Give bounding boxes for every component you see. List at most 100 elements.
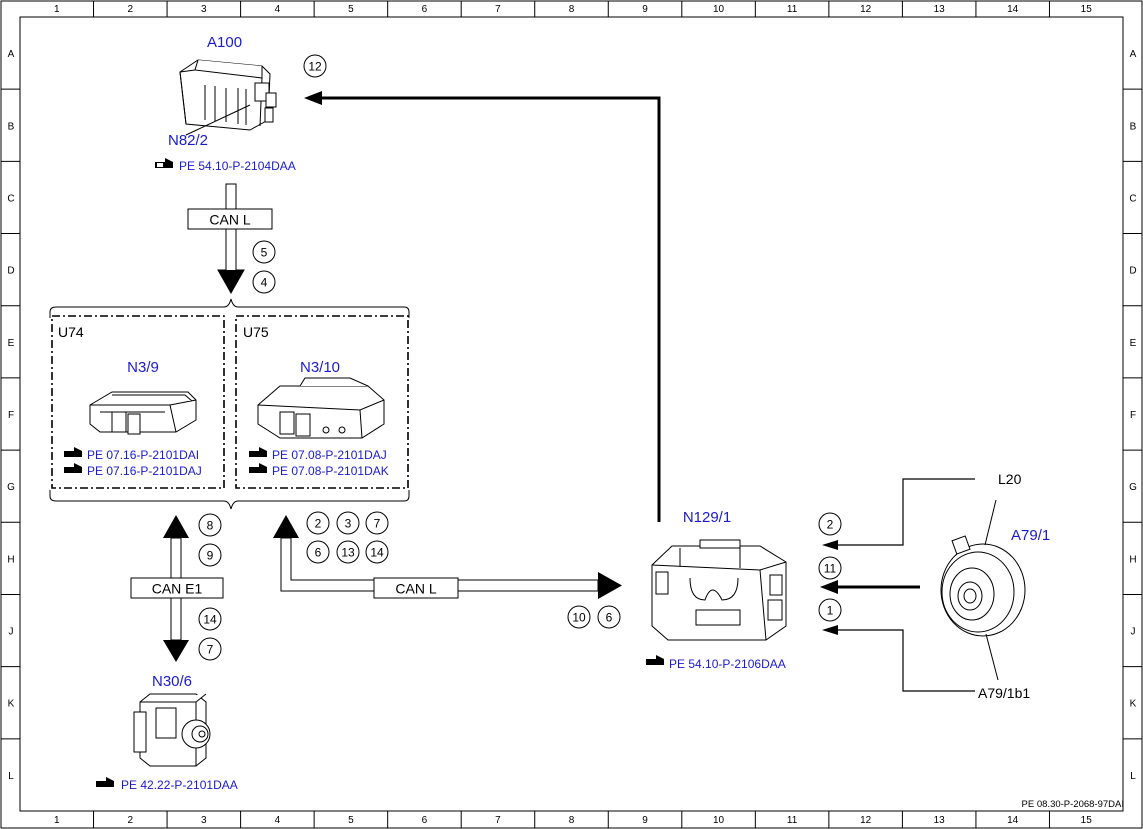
- callout-a79-2: 2: [827, 518, 834, 532]
- n129-1-drawing: [651, 539, 787, 641]
- grid-row-label-right: A: [1130, 49, 1137, 60]
- document-code: PE 08.30-P-2068-97DAI: [1022, 799, 1124, 810]
- grid-col-label-bottom: 7: [495, 815, 501, 826]
- n129-to-a100-line: [304, 91, 661, 522]
- can-l-top-arrow: CAN L 5 4: [187, 183, 276, 295]
- grid-col-label-bottom: 14: [1007, 815, 1019, 826]
- pointing-hand-icon: [249, 447, 267, 473]
- grid-col-label-top: 8: [569, 4, 575, 15]
- n3-9-label: N3/9: [127, 359, 159, 376]
- n129-1-component: N129/1 PE 54.10-P-2106DAA: [646, 509, 787, 671]
- grid-row-label-left: B: [8, 121, 15, 132]
- n30-6-label: N30/6: [152, 673, 192, 690]
- callout-can-l-mid-3: 3: [345, 517, 352, 531]
- a100-component: A100 N82/2 PE 54.10-P-2104DAA 12: [155, 34, 327, 173]
- u74-label: U74: [58, 324, 84, 340]
- n129-1-label: N129/1: [683, 509, 731, 526]
- grid-row-label-left: D: [7, 266, 14, 277]
- grid-col-label-bottom: 10: [713, 815, 725, 826]
- grid-row-label-right: C: [1129, 193, 1136, 204]
- u74-ref-2[interactable]: PE 07.16-P-2101DAJ: [87, 464, 202, 478]
- callout-can-l-mid-6: 6: [315, 546, 322, 560]
- pointing-hand-icon: [646, 655, 664, 665]
- grid-col-label-top: 10: [713, 4, 725, 15]
- pointing-hand-icon: [64, 447, 82, 473]
- grid-col-label-bottom: 6: [422, 815, 428, 826]
- n129-1-ref[interactable]: PE 54.10-P-2106DAA: [669, 657, 786, 671]
- grid-col-label-top: 1: [54, 4, 60, 15]
- grid-col-label-bottom: 5: [348, 815, 354, 826]
- grid-col-label-top: 12: [860, 4, 872, 15]
- grid-col-label-bottom: 8: [569, 815, 575, 826]
- grid-col-label-bottom: 11: [787, 815, 798, 826]
- pointing-hand-icon: [96, 777, 114, 787]
- grid-row-label-right: J: [1131, 627, 1136, 638]
- grid-row-label-left: E: [8, 338, 15, 349]
- grid-row-label-left: C: [7, 193, 14, 204]
- callout-can-l-mid-13: 13: [341, 546, 355, 560]
- u75-label: U75: [243, 324, 269, 340]
- grid-row-label-right: F: [1130, 410, 1136, 421]
- grid-row-label-right: E: [1130, 338, 1137, 349]
- grid-col-label-bottom: 9: [642, 815, 648, 826]
- grid-col-label-bottom: 4: [275, 815, 281, 826]
- n82-2-label: N82/2: [168, 132, 208, 149]
- a100-ref[interactable]: PE 54.10-P-2104DAA: [179, 159, 296, 173]
- n3-10-label: N3/10: [300, 359, 340, 376]
- grid-col-label-bottom: 15: [1081, 815, 1093, 826]
- grid-col-label-top: 15: [1081, 4, 1093, 15]
- grid-row-label-left: J: [9, 627, 14, 638]
- a100-drawing: [179, 59, 277, 136]
- grid-col-label-top: 4: [275, 4, 281, 15]
- callout-can-l-mid-2: 2: [315, 517, 322, 531]
- grid-col-label-top: 9: [642, 4, 648, 15]
- can-l-mid-label: CAN L: [395, 581, 436, 597]
- callout-n129-6: 6: [606, 611, 613, 625]
- grid-col-label-bottom: 13: [934, 815, 946, 826]
- n30-6-ref[interactable]: PE 42.22-P-2101DAA: [121, 778, 238, 792]
- grid-col-label-top: 6: [422, 4, 428, 15]
- grid-col-label-bottom: 12: [860, 815, 872, 826]
- u75-ref-2[interactable]: PE 07.08-P-2101DAK: [272, 464, 389, 478]
- inner-frame: [19, 16, 1124, 812]
- callout-can-e1-9: 9: [207, 549, 214, 563]
- grid-row-label-right: H: [1129, 554, 1136, 565]
- grid-col-label-top: 14: [1007, 4, 1019, 15]
- callout-a79-11: 11: [824, 562, 837, 576]
- grid-row-label-left: H: [7, 554, 14, 565]
- grid-row-label-left: G: [7, 482, 15, 493]
- a79-1-drawing: [940, 499, 1026, 681]
- can-l-mid-arrow: CAN L 2 3 7 6 13 14 10 6: [273, 511, 622, 629]
- grid-row-label-left: F: [8, 410, 14, 421]
- pointing-hand-icon: [155, 158, 173, 168]
- grid-row-label-right: B: [1130, 121, 1137, 132]
- engine-control-group: U74 U75 N3/9 N3/10 PE: [49, 298, 410, 510]
- l20-label: L20: [998, 471, 1022, 487]
- grid-row-label-left: A: [8, 49, 15, 60]
- grid-col-label-bottom: 1: [54, 815, 60, 826]
- grid-col-label-bottom: 2: [128, 815, 134, 826]
- n3-10-drawing: [257, 377, 385, 439]
- callout-can-l-mid-14: 14: [370, 546, 384, 560]
- n3-9-drawing: [89, 391, 197, 435]
- callout-a79-1: 1: [827, 604, 834, 618]
- u74-ref-1[interactable]: PE 07.16-P-2101DAI: [87, 448, 199, 462]
- grid-col-label-top: 5: [348, 4, 354, 15]
- grid-col-label-bottom: 3: [201, 815, 207, 826]
- callout-a100-12: 12: [308, 60, 322, 74]
- a79-1-connections: 2 11 1: [818, 478, 975, 692]
- can-e1-arrow: CAN E1 8 9 14 7: [130, 513, 224, 662]
- grid-col-label-top: 11: [787, 4, 798, 15]
- a100-label: A100: [207, 34, 242, 51]
- u75-ref-1[interactable]: PE 07.08-P-2101DAJ: [272, 448, 387, 462]
- n30-6-drawing: [133, 693, 211, 767]
- can-l-top-label: CAN L: [209, 212, 250, 228]
- callout-can-l-mid-7: 7: [374, 517, 381, 531]
- callout-can-l-top-5: 5: [261, 246, 268, 260]
- grid-col-label-top: 3: [201, 4, 207, 15]
